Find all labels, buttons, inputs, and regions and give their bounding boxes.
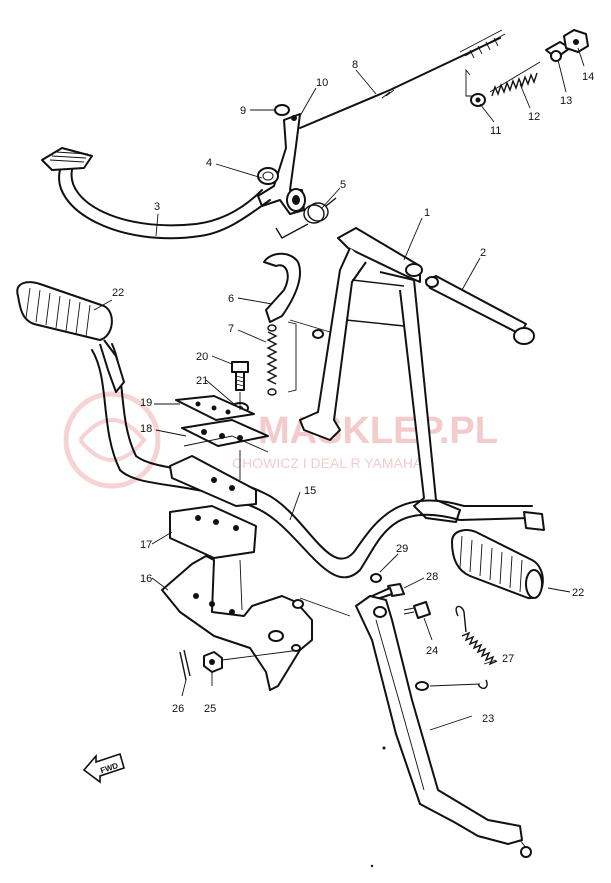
callout-23: 23 — [482, 713, 494, 725]
part-plate-19 — [175, 395, 255, 421]
part-nut-25 — [203, 651, 223, 673]
speck-2 — [370, 864, 374, 868]
callout-21: 21 — [196, 375, 208, 387]
part-bolt-20 — [231, 361, 249, 391]
callout-18: 18 — [140, 423, 152, 435]
part-spring-hook-6 — [263, 252, 301, 323]
bracket-line — [465, 68, 472, 97]
part-side-stand — [355, 595, 532, 858]
part-brake-rod-spring — [489, 61, 541, 97]
part-pivot-bolt-24 — [403, 601, 431, 619]
part-footrest-rubber-right — [451, 529, 544, 600]
callout-2: 2 — [480, 247, 486, 259]
watermark-text: MASKLEP.PL — [258, 410, 498, 452]
watermark-logo-swirl-icon — [78, 418, 147, 462]
callout-22-right: 22 — [572, 587, 584, 599]
part-washer-11 — [470, 93, 486, 107]
part-side-stand-spring-27 — [455, 605, 498, 690]
watermark-logo-icon — [63, 391, 161, 489]
callout-25: 25 — [204, 703, 216, 715]
part-brake-rod-joint — [545, 41, 571, 62]
callout-5: 5 — [340, 179, 346, 191]
callout-8: 8 — [352, 59, 358, 71]
callout-6: 6 — [228, 293, 234, 305]
part-pivot-shaft — [425, 275, 535, 345]
part-plate-18 — [181, 419, 269, 453]
watermark: MASKLEP.PL CHOWICZ I DEAL R YAMAHA — [63, 391, 498, 489]
callout-labels: 1 2 3 4 5 6 7 8 9 10 11 12 13 14 15 16 1… — [112, 59, 594, 725]
part-main-stand — [299, 227, 461, 523]
part-brake-pedal — [41, 147, 271, 240]
part-footrest-rubber-left — [16, 281, 125, 393]
part-brake-rod — [299, 29, 506, 129]
callout-29: 29 — [396, 543, 408, 555]
fwd-arrow-icon — [82, 752, 125, 784]
fwd-arrow: FWD — [82, 752, 125, 784]
callout-24: 24 — [426, 645, 438, 657]
part-plate-17 — [169, 505, 257, 559]
callout-1: 1 — [424, 207, 430, 219]
watermark-subtext: CHOWICZ I DEAL R YAMAHA — [232, 455, 423, 471]
callout-17: 17 — [140, 539, 152, 551]
part-footrest-bracket-16 — [161, 555, 313, 691]
part-brake-arm — [257, 113, 306, 215]
leader-lines — [93, 47, 585, 731]
callout-26: 26 — [172, 703, 184, 715]
callout-9: 9 — [240, 105, 246, 117]
part-adjusting-nut — [563, 29, 589, 53]
callout-22-left: 22 — [112, 287, 124, 299]
callout-14: 14 — [582, 71, 594, 83]
callout-20: 20 — [196, 351, 208, 363]
part-footrest-bracket-upper — [169, 455, 257, 507]
callout-13: 13 — [560, 95, 572, 107]
part-washer-29 — [370, 573, 382, 583]
bolt-centerline — [239, 392, 243, 611]
speck-1 — [382, 746, 386, 750]
part-stand-spring-7 — [266, 321, 297, 396]
callout-7: 7 — [228, 323, 234, 335]
part-cotter-pin-26 — [179, 649, 191, 681]
callout-19: 19 — [140, 397, 152, 409]
part-circlip-4 — [257, 167, 279, 185]
callout-10: 10 — [316, 77, 328, 89]
callout-27: 27 — [502, 653, 514, 665]
part-cotter-pin-9 — [274, 104, 290, 116]
callout-15: 15 — [304, 485, 316, 497]
part-return-spring-5 — [275, 197, 337, 239]
callout-28: 28 — [426, 571, 438, 583]
callout-11: 11 — [490, 125, 501, 137]
callout-4: 4 — [206, 157, 212, 169]
part-stand-pin — [289, 319, 331, 339]
callout-16: 16 — [140, 573, 152, 585]
callout-12: 12 — [528, 111, 540, 123]
part-footrest-bar — [91, 343, 545, 579]
callout-3: 3 — [154, 201, 160, 213]
